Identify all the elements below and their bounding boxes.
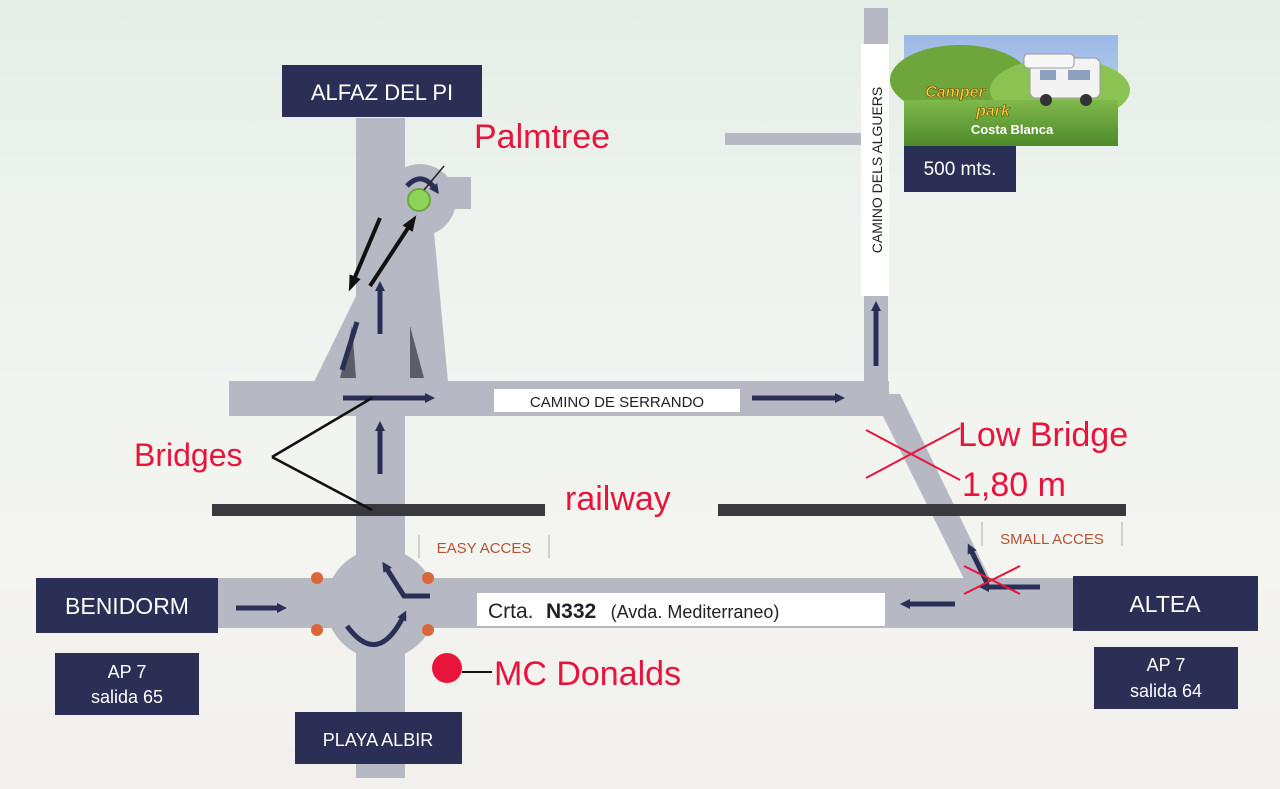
place-altea: ALTEA — [1129, 591, 1201, 617]
ap7-left-line2: salida 65 — [91, 687, 163, 707]
arrow-icon — [368, 215, 417, 288]
place-boxes: ALFAZ DEL PI BENIDORM ALTEA PLAYA ALBIR … — [36, 65, 1258, 764]
bridge-abutment-right — [410, 326, 424, 378]
roundabout-dots — [311, 572, 434, 636]
place-alfaz-del-pi: ALFAZ DEL PI — [311, 80, 453, 105]
arrow-icon — [339, 321, 360, 371]
palmtree-icon — [407, 188, 431, 212]
arrow-icon — [348, 217, 382, 292]
place-benidorm: BENIDORM — [65, 593, 189, 619]
logo-line3: Costa Blanca — [971, 122, 1054, 137]
ap7-right-line2: salida 64 — [1130, 681, 1202, 701]
roundabout-arrow-icon — [344, 610, 407, 647]
palm-access-arrows — [348, 215, 417, 292]
arrow-icon — [382, 561, 430, 599]
low-bridge-line1: Low Bridge — [958, 416, 1128, 454]
logo-line1: Camper — [925, 84, 985, 101]
palmtree-annotation: Palmtree — [474, 118, 610, 156]
camper-van-icon — [1023, 53, 1101, 106]
bridges-annotation: Bridges — [134, 437, 243, 473]
small-access-label: SMALL ACCES — [1000, 531, 1104, 548]
camper-park-logo: Camper park Costa Blanca — [890, 35, 1130, 146]
low-bridge-line2: 1,80 m — [962, 466, 1066, 504]
railway-annotation: railway — [565, 480, 671, 518]
roundabout-arrow-icon — [405, 176, 439, 195]
cross-icon — [865, 427, 961, 481]
direction-arrows — [236, 176, 1040, 647]
road-small-top-left — [725, 133, 865, 145]
railway-left — [212, 504, 545, 516]
railway-right — [718, 504, 1126, 516]
easy-access-label: EASY ACCES — [437, 540, 532, 557]
ap7-right-line1: AP 7 — [1147, 655, 1186, 675]
road-label-camino-alguers: CAMINO DELS ALGUERS — [869, 87, 885, 254]
road-label-crta-n332: Crta. N332 (Avda. Mediterraneo) — [488, 600, 779, 623]
road-label-camino-serrando: CAMINO DE SERRANDO — [530, 394, 704, 411]
road-diagonal-low-bridge — [872, 394, 992, 583]
logo-line2: park — [975, 103, 1011, 120]
crta-suffix: (Avda. Mediterraneo) — [611, 602, 780, 622]
ap7-left-line1: AP 7 — [108, 662, 147, 682]
cross-icon — [963, 565, 1021, 595]
distance-label: 500 mts. — [924, 159, 997, 180]
mcdonalds-annotation: MC Donalds — [494, 655, 681, 693]
mcdonalds-marker-icon — [432, 653, 462, 683]
crta-number: N332 — [546, 600, 596, 623]
place-playa-albir: PLAYA ALBIR — [323, 730, 433, 750]
crta-prefix: Crta. — [488, 600, 534, 623]
